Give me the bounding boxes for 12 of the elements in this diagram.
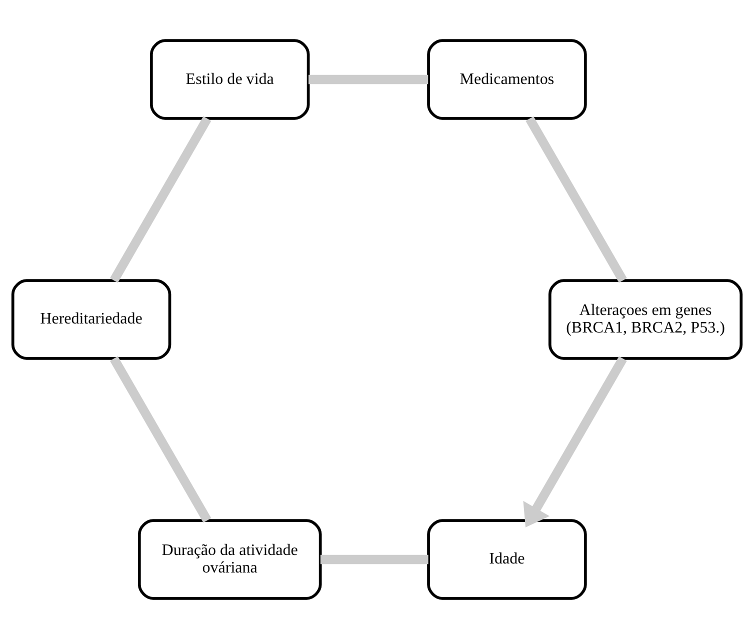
node-box: Hereditariedade xyxy=(11,279,172,360)
node-box: Duração da atividade ováriana xyxy=(138,519,322,600)
connector xyxy=(110,116,212,283)
connector xyxy=(320,554,428,564)
node-box: Medicamentos xyxy=(427,39,587,120)
connector xyxy=(308,74,428,84)
node-box: Alteraçoes em genes (BRCA1, BRCA2, P53.) xyxy=(548,279,743,360)
node-box: Estilo de vida xyxy=(150,39,310,120)
connector xyxy=(526,116,627,283)
arrow xyxy=(523,356,627,528)
connector xyxy=(110,356,212,523)
node-box: Idade xyxy=(427,519,587,600)
